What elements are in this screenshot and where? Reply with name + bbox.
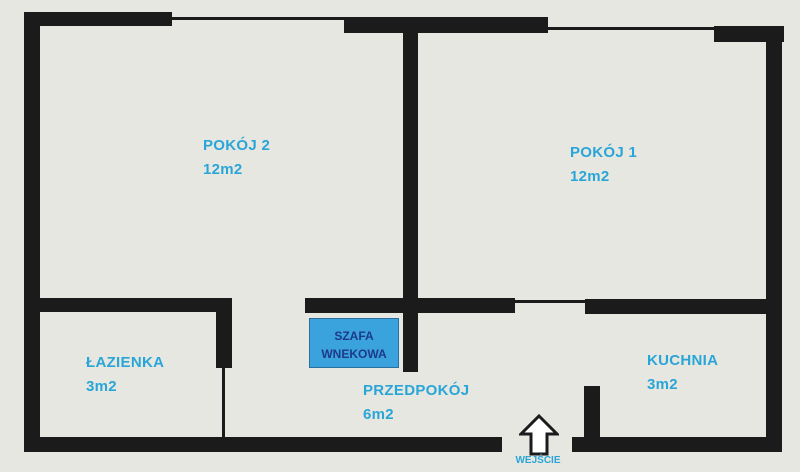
outer-wall-left <box>24 12 40 452</box>
wall-kitchen-top <box>585 299 782 314</box>
entrance-label: WEJŚCIE <box>515 455 561 466</box>
wall-kitchen-left <box>584 386 600 448</box>
room-name-lazienka: ŁAZIENKA <box>86 354 165 371</box>
room-label-pokoj1: POKÓJ 1 12m2 <box>570 143 637 187</box>
room-area-pokoj1: 12m2 <box>570 168 610 185</box>
up-arrow-icon <box>519 414 559 456</box>
wall-bathroom-top <box>24 298 232 312</box>
outer-wall-top-middle <box>344 17 548 33</box>
outer-wall-top-left <box>24 12 172 26</box>
outer-wall-right <box>766 26 782 452</box>
room-name-pokoj2: POKÓJ 2 <box>203 137 271 154</box>
room-name-kuchnia: KUCHNIA <box>647 352 719 369</box>
room-label-lazienka: ŁAZIENKA 3m2 <box>86 353 164 397</box>
closet-label-line1: SZAFA <box>334 329 374 343</box>
room-label-pokoj2: POKÓJ 2 12m2 <box>203 136 270 180</box>
wall-bathroom-right <box>216 298 232 368</box>
outer-wall-bottom-right <box>572 437 782 452</box>
built-in-closet: SZAFA WNEKOWA <box>309 318 399 368</box>
window-top-left <box>170 17 346 20</box>
room-area-przedpokoj: 6m2 <box>363 406 394 423</box>
room-area-lazienka: 3m2 <box>86 378 117 395</box>
room-name-przedpokoj: PRZEDPOKÓJ <box>363 382 470 399</box>
wall-between-rooms <box>403 26 418 372</box>
room-name-pokoj1: POKÓJ 1 <box>570 144 638 161</box>
door-pokoj1 <box>515 300 585 303</box>
room-area-pokoj2: 12m2 <box>203 161 243 178</box>
window-top-right <box>546 27 716 30</box>
closet-label-line2: WNEKOWA <box>321 347 387 361</box>
outer-wall-bottom-left <box>24 437 502 452</box>
room-label-kuchnia: KUCHNIA 3m2 <box>647 351 718 395</box>
room-label-przedpokoj: PRZEDPOKÓJ 6m2 <box>363 381 469 425</box>
door-bathroom <box>222 368 225 438</box>
wall-closet-top <box>305 298 515 313</box>
room-area-kuchnia: 3m2 <box>647 376 678 393</box>
